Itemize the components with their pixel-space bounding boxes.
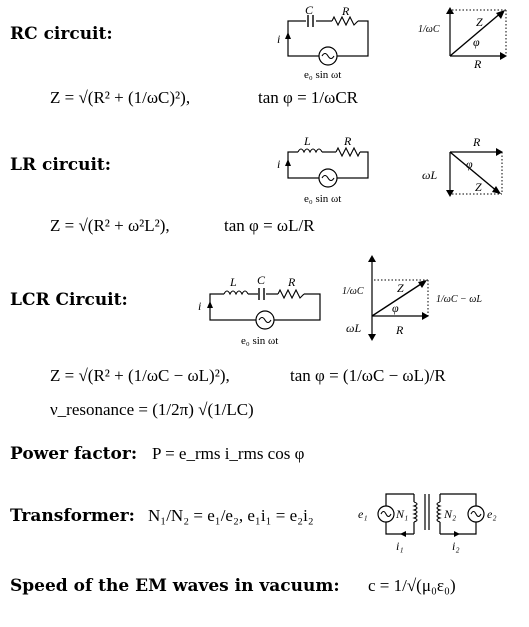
lcr-current-label: i xyxy=(198,299,201,313)
rc-tan-formula: tan φ = 1/ωCR xyxy=(258,88,359,107)
lr-phasor-z-label: Z xyxy=(475,180,482,194)
transformer-n2-label: N₂ xyxy=(443,507,456,521)
transformer-n1-label: N₁ xyxy=(395,507,408,521)
lcr-heading: LCR Circuit: xyxy=(10,290,128,310)
rc-phasor-z-label: Z xyxy=(476,15,483,29)
transformer-e2-label: e₂ xyxy=(487,507,497,521)
rc-resistor-label: R xyxy=(341,4,350,18)
lcr-phasor-diagram: 1/ωC Z φ 1/ωC − ωL ωL R xyxy=(342,255,482,341)
rc-current-label: i xyxy=(277,32,280,46)
em-waves-heading: Speed of the EM waves in vacuum: xyxy=(10,576,340,596)
lr-circuit-diagram: L R i e₀ sin ωt xyxy=(277,134,369,205)
lr-phasor-diagram: R ωL φ Z xyxy=(422,135,503,197)
lcr-phasor-wl-label: ωL xyxy=(346,321,361,335)
lcr-tan-formula: tan φ = (1/ωC − ωL)/R xyxy=(290,366,446,385)
rc-capacitor-label: C xyxy=(305,3,314,17)
lr-tan-formula: tan φ = ωL/R xyxy=(224,216,315,235)
rc-circuit-diagram: C R i e₀ sin ωt xyxy=(277,3,369,81)
lcr-phasor-right-label: 1/ωC − ωL xyxy=(436,294,482,305)
lcr-phasor-z-label: Z xyxy=(397,281,404,295)
lr-phasor-phi-label: φ xyxy=(466,157,473,171)
lr-impedance-formula: Z = √(R² + ω²L²), xyxy=(50,216,170,235)
transformer-formula: N₁/N₂ = e₁/e₂, e₁i₁ = e₂i₂ xyxy=(148,506,314,525)
lr-inductor-label: L xyxy=(303,134,311,148)
lr-phasor-r-label: R xyxy=(472,135,481,149)
rc-phasor-diagram: 1/ωC Z φ R xyxy=(418,7,507,71)
rc-phasor-r-label: R xyxy=(473,57,482,71)
lcr-phasor-phi-label: φ xyxy=(392,301,399,315)
transformer-i2-label: i₂ xyxy=(452,539,460,553)
lcr-source-label: e₀ sin ωt xyxy=(241,335,278,347)
lcr-inductor-label: L xyxy=(229,275,237,289)
transformer-i1-label: i₁ xyxy=(396,539,404,553)
power-factor-formula: P = e_rms i_rms cos φ xyxy=(152,444,305,463)
transformer-e1-label: e₁ xyxy=(358,507,368,521)
lr-resistor-label: R xyxy=(343,134,352,148)
lcr-resistor-label: R xyxy=(287,275,296,289)
lcr-capacitor-label: C xyxy=(257,273,266,287)
rc-phasor-vertical-label: 1/ωC xyxy=(418,24,440,35)
lcr-impedance-formula: Z = √(R² + (1/ωC − ωL)²), xyxy=(50,366,230,385)
lr-phasor-wl-label: ωL xyxy=(422,168,437,182)
transformer-diagram: e₁ N₁ N₂ e₂ i₁ i₂ xyxy=(358,493,497,553)
transformer-heading: Transformer: xyxy=(10,506,135,526)
lcr-phasor-r-label: R xyxy=(395,323,404,337)
em-waves-formula: c = 1/√(μ₀ε₀) xyxy=(368,576,456,595)
rc-heading: RC circuit: xyxy=(10,24,113,44)
rc-source-label: e₀ sin ωt xyxy=(304,69,341,81)
lcr-phasor-top-label: 1/ωC xyxy=(342,286,364,297)
lr-current-label: i xyxy=(277,157,280,171)
lcr-circuit-diagram: L C R i e₀ sin ωt xyxy=(198,273,321,347)
rc-impedance-formula: Z = √(R² + (1/ωC)²), xyxy=(50,88,191,107)
lr-heading: LR circuit: xyxy=(10,155,112,175)
rc-phasor-phi-label: φ xyxy=(473,35,480,49)
lcr-resonance-formula: ν_resonance = (1/2π) √(1/LC) xyxy=(50,400,254,419)
power-factor-heading: Power factor: xyxy=(10,444,138,464)
lr-source-label: e₀ sin ωt xyxy=(304,193,341,205)
